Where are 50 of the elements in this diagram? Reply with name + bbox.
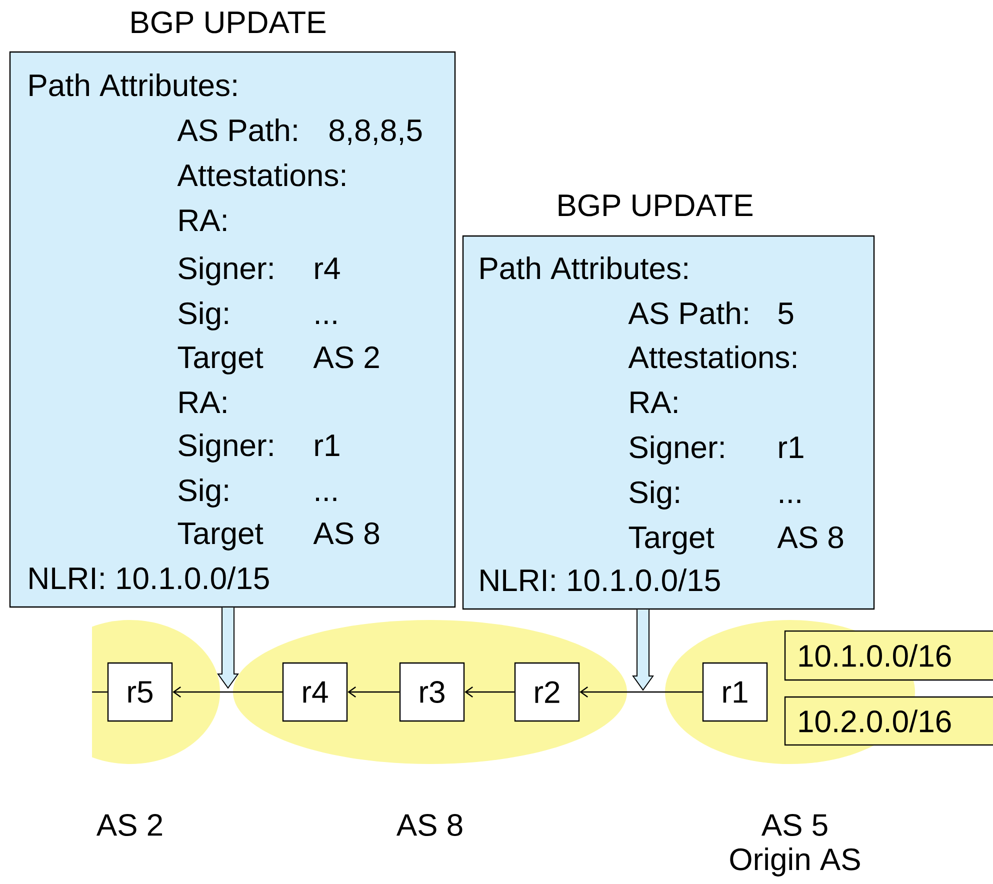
field-text: Path Attributes: (480, 256, 688, 280)
arrow (348, 686, 400, 698)
field-text: Target (178, 522, 264, 550)
field-text: AS 8 (777, 526, 844, 548)
field-text: AS 8 (313, 522, 380, 544)
field-text: Signer: (630, 436, 724, 464)
field-text: r1 (315, 434, 340, 456)
as-label: AS 5 (761, 814, 828, 836)
router-box: r1 (702, 662, 768, 722)
field-text: Target (178, 346, 264, 374)
field-text: RA: (630, 392, 678, 413)
field-text: ... (316, 498, 336, 501)
field-text: Sig: (178, 478, 228, 508)
block-arrow (217, 607, 239, 689)
field-text: Sig: (630, 480, 679, 510)
field-text: Path Attributes: (30, 74, 236, 96)
message-title: BGP UPDATE (558, 194, 752, 216)
field-text: Signer: (178, 256, 273, 286)
field-text: AS Path: (177, 118, 297, 142)
field-text: ... (316, 320, 336, 324)
field-text: r4 (315, 258, 340, 279)
arrow (464, 686, 514, 698)
prefix-box: 10.2.0.0/16 (784, 696, 993, 746)
field-text: RA: (180, 392, 226, 413)
field-text: NLRI: 10.1.0.0/15 (480, 568, 720, 592)
router-box: r3 (399, 662, 465, 722)
router-box: r2 (514, 662, 580, 722)
as-label: Origin AS (730, 848, 860, 876)
field-text: Sig: (178, 302, 228, 330)
prefix-box: 10.1.0.0/16 (784, 630, 993, 681)
as-label: AS 8 (396, 814, 462, 836)
field-text: NLRI: 10.1.0.0/15 (30, 566, 269, 590)
message-title: BGP UPDATE (132, 11, 326, 34)
field-text: Target (628, 526, 714, 554)
field-text: 8,8,8,5 (330, 119, 422, 145)
arrow (580, 686, 702, 698)
field-text: Attestations: (177, 164, 345, 186)
field-text: RA: (180, 210, 226, 231)
field-text: 5 (778, 302, 794, 324)
router-box: r4 (282, 662, 348, 722)
as-label: AS 2 (96, 814, 162, 836)
field-text: ... (780, 500, 800, 503)
router-box: r5 (107, 662, 173, 722)
field-text: Signer: (178, 434, 273, 462)
field-text: AS Path: (628, 302, 748, 324)
field-text: AS 2 (313, 346, 379, 368)
field-text: r1 (779, 436, 804, 458)
block-arrow (632, 609, 654, 691)
arrow (172, 686, 282, 698)
field-text: Attestations: (628, 346, 796, 368)
